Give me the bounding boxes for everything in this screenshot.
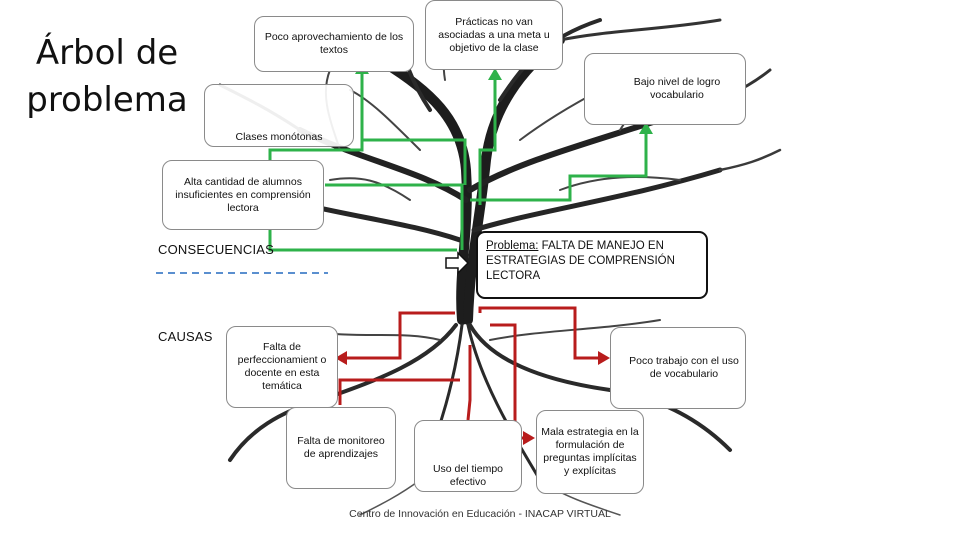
consequence-bajo-nivel-text: Bajo nivel de logro vocabulario [633,76,721,101]
cause-mala-estrategia-text: Mala estrategia en la formulación de pre… [541,426,639,477]
arrow-to-uso-tiempo [466,345,472,421]
cause-perfeccionamiento-text: Falta de perfeccionamient o docente en e… [237,341,327,392]
consequence-alta-cantidad: Alta cantidad de alumnos insuficientes e… [162,160,324,230]
cause-uso-tiempo-text: Uso del tiempo efectivo [432,463,504,488]
problem-text: FALTA DE MANEJO EN ESTRATEGIAS DE COMPRE… [486,240,675,282]
arrow-to-mala-estrategia [490,323,530,440]
cause-arrowheads [335,351,610,445]
arrow-to-clases-monotonas [362,138,467,185]
cause-monitoreo: Falta de monitoreo de aprendizajes [286,407,396,489]
cause-perfeccionamiento: Falta de perfeccionamient o docente en e… [226,326,338,408]
causes-label: CAUSAS [158,329,213,344]
consequence-poco-aprovechamiento: Poco aprovechamiento de los textos [254,16,414,72]
arrow-to-poco-trabajo [478,306,600,360]
cause-mala-estrategia: Mala estrategia en la formulación de pre… [536,410,644,494]
consequence-practicas-text: Prácticas no van asociadas a una meta u … [438,15,550,54]
consequence-bajo-nivel: Bajo nivel de logro vocabulario [584,53,746,125]
cause-uso-tiempo: Uso del tiempo efectivo [414,420,522,492]
cause-poco-trabajo: Poco trabajo con el uso de vocabulario [610,327,746,409]
problem-box: Problema: FALTA DE MANEJO EN ESTRATEGIAS… [476,231,708,299]
footer-credit: Centro de Innovación en Educación - INAC… [349,508,611,520]
problem-pointer [445,251,470,275]
cause-monitoreo-text: Falta de monitoreo de aprendizajes [297,435,385,460]
problem-label: Problema: [486,240,539,252]
consequence-arrows [268,72,648,252]
arrow-to-bajo-nivel [470,132,648,202]
page-title: Árbol de problema [26,33,188,120]
arrow-to-perfeccionamiento [345,311,455,360]
consequences-label: CONSECUENCIAS [158,242,275,257]
arrow-to-practicas [478,78,497,205]
cause-arrows [338,306,600,440]
consequence-poco-aprovechamiento-text: Poco aprovechamiento de los textos [264,31,404,56]
cause-poco-trabajo-text: Poco trabajo con el uso de vocabulario [629,355,739,380]
consequence-practicas: Prácticas no van asociadas a una meta u … [425,0,563,70]
consequence-clases-monotonas: Clases monótonas [204,84,354,147]
consequence-alta-cantidad-text: Alta cantidad de alumnos insuficientes e… [175,175,311,214]
arrow-to-alta-cantidad [325,183,464,250]
consequence-clases-monotonas-text: Clases monótonas [235,131,323,143]
arrow-to-monitoreo [338,378,460,405]
arrow-to-poco-aprovechamiento [268,72,457,252]
